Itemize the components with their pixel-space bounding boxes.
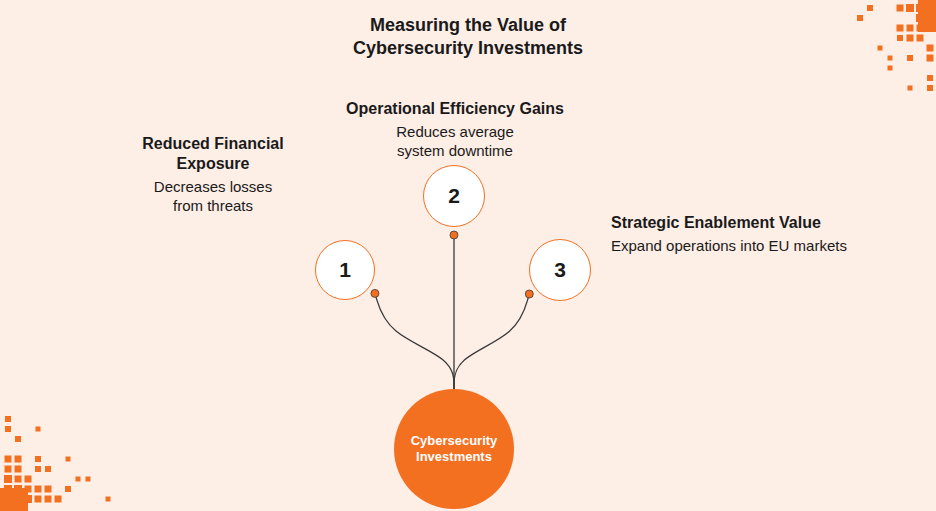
circle-inner: 2 — [424, 166, 484, 226]
pixel-square — [878, 46, 883, 51]
pixel-square — [907, 25, 914, 32]
pixel-square — [15, 466, 22, 473]
connector-line — [375, 293, 454, 389]
pixel-square — [15, 436, 21, 442]
hub-circle: Cybersecurity Investments — [394, 389, 514, 509]
pixel-square — [906, 4, 914, 12]
circle-inner: 3 — [530, 240, 590, 300]
callout-number: 1 — [339, 258, 351, 282]
pixel-square — [45, 486, 52, 493]
pixel-square — [916, 14, 924, 22]
pixel-square — [916, 4, 924, 12]
pixel-square — [14, 495, 22, 503]
pixel-square — [888, 56, 893, 61]
pixel-square — [45, 466, 51, 472]
pixel-square — [927, 75, 933, 81]
callout-number: 3 — [554, 258, 566, 282]
pixel-square — [907, 35, 914, 42]
pixel-square — [917, 35, 924, 42]
circle-inner: 1 — [316, 241, 374, 299]
pixel-square — [897, 25, 904, 32]
pixel-square — [65, 486, 71, 492]
pixel-square — [25, 486, 32, 493]
connector-dot — [525, 290, 533, 298]
benefit-heading: Operational Efficiency Gains — [305, 99, 605, 119]
connector-dot — [450, 231, 458, 239]
pixel-square — [25, 476, 32, 483]
numbered-circle: 2Operational Efficiency GainsReduces ave… — [423, 165, 485, 227]
pixel-square — [926, 14, 934, 22]
pixel-square — [15, 456, 22, 463]
connector-dot — [371, 289, 379, 297]
pixel-square — [24, 495, 32, 503]
pixel-square — [5, 466, 12, 473]
pixel-square — [888, 66, 893, 71]
diagram-title: Measuring the Value of Cybersecurity Inv… — [318, 14, 618, 60]
pixel-square — [897, 35, 903, 41]
pixel-square — [4, 495, 12, 503]
circle-inner: Cybersecurity Investments — [394, 389, 514, 509]
numbered-circle: 1Reduced Financial ExposureDecreases los… — [315, 240, 375, 300]
pixel-square — [45, 496, 52, 503]
pixel-square — [926, 4, 934, 12]
numbered-circle: 3Strategic Enablement ValueExpand operat… — [529, 239, 591, 301]
pixel-square — [867, 5, 873, 11]
pixel-square — [35, 486, 42, 493]
pixel-square — [35, 456, 41, 462]
pixel-square — [908, 86, 913, 91]
pixel-square — [35, 466, 41, 472]
pixel-square — [5, 416, 11, 422]
connector-line — [453, 235, 454, 389]
callout-number: 2 — [448, 184, 460, 208]
pixel-square — [5, 426, 11, 432]
pixel-square — [35, 496, 42, 503]
pixel-square — [55, 496, 62, 503]
connector-line — [454, 294, 529, 389]
pixel-square — [106, 497, 111, 502]
benefit-heading: Strategic Enablement Value — [611, 213, 931, 233]
pixel-square — [927, 85, 933, 91]
benefit-description: Reduces average system downtime — [365, 122, 545, 160]
pixel-square — [36, 427, 41, 432]
pixel-square — [926, 24, 934, 32]
pixel-square — [5, 456, 12, 463]
pixel-square — [4, 485, 12, 493]
hub-label: Cybersecurity Investments — [406, 433, 502, 465]
pixel-square — [15, 476, 22, 483]
pixel-square — [66, 457, 71, 462]
benefit-description: Decreases losses from threats — [128, 177, 298, 215]
benefit-description: Expand operations into EU markets — [611, 236, 931, 255]
pixel-square — [857, 15, 863, 21]
pixel-square — [897, 5, 904, 12]
pixel-square — [86, 477, 91, 482]
pixel-square — [907, 55, 913, 61]
pixel-square — [76, 477, 81, 482]
benefit-heading: Reduced Financial Exposure — [128, 134, 298, 174]
pixel-square — [4, 475, 12, 483]
pixel-square — [917, 25, 924, 32]
pixel-square — [927, 45, 934, 52]
pixel-square — [14, 485, 22, 493]
pixel-square — [927, 55, 934, 62]
